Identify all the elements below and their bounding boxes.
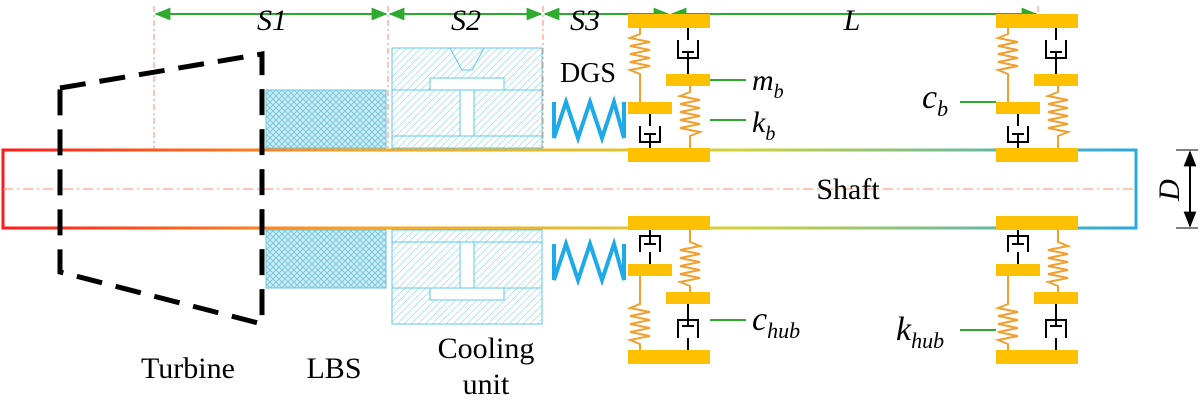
cooling-unit-top xyxy=(391,47,543,149)
turbine-label: Turbine xyxy=(141,352,235,385)
turbine-outline xyxy=(57,51,265,328)
reference-lines xyxy=(153,6,1039,190)
dim-l-label: L xyxy=(843,4,861,37)
param-chub: chub xyxy=(752,301,800,343)
param-mb: mb xyxy=(752,64,784,103)
param-kb: kb xyxy=(752,106,775,145)
support-rear-top xyxy=(995,13,1079,163)
lbs-block-bottom xyxy=(265,229,387,289)
dgs-spring-top xyxy=(552,95,626,145)
diameter-label: D xyxy=(1153,179,1186,202)
dim-s2-label: S2 xyxy=(451,4,481,37)
cooling-label-line1: Cooling xyxy=(438,332,535,365)
cooling-label-line2: unit xyxy=(463,368,510,401)
dim-s3-label: S3 xyxy=(570,4,600,37)
lbs-label: LBS xyxy=(306,352,361,385)
dim-s1-label: S1 xyxy=(257,4,287,37)
support-front-top xyxy=(627,13,711,163)
lbs-block-top xyxy=(265,89,387,149)
cooling-unit-bottom xyxy=(391,229,543,325)
parameter-leaders xyxy=(710,79,996,331)
dgs-spring-bottom xyxy=(552,237,626,287)
param-khub: khub xyxy=(896,311,944,353)
param-cb: cb xyxy=(922,79,948,121)
support-front-bottom xyxy=(627,215,711,365)
support-rear-bottom xyxy=(995,215,1079,365)
shaft-label: Shaft xyxy=(816,173,880,206)
dgs-label: DGS xyxy=(560,58,616,89)
